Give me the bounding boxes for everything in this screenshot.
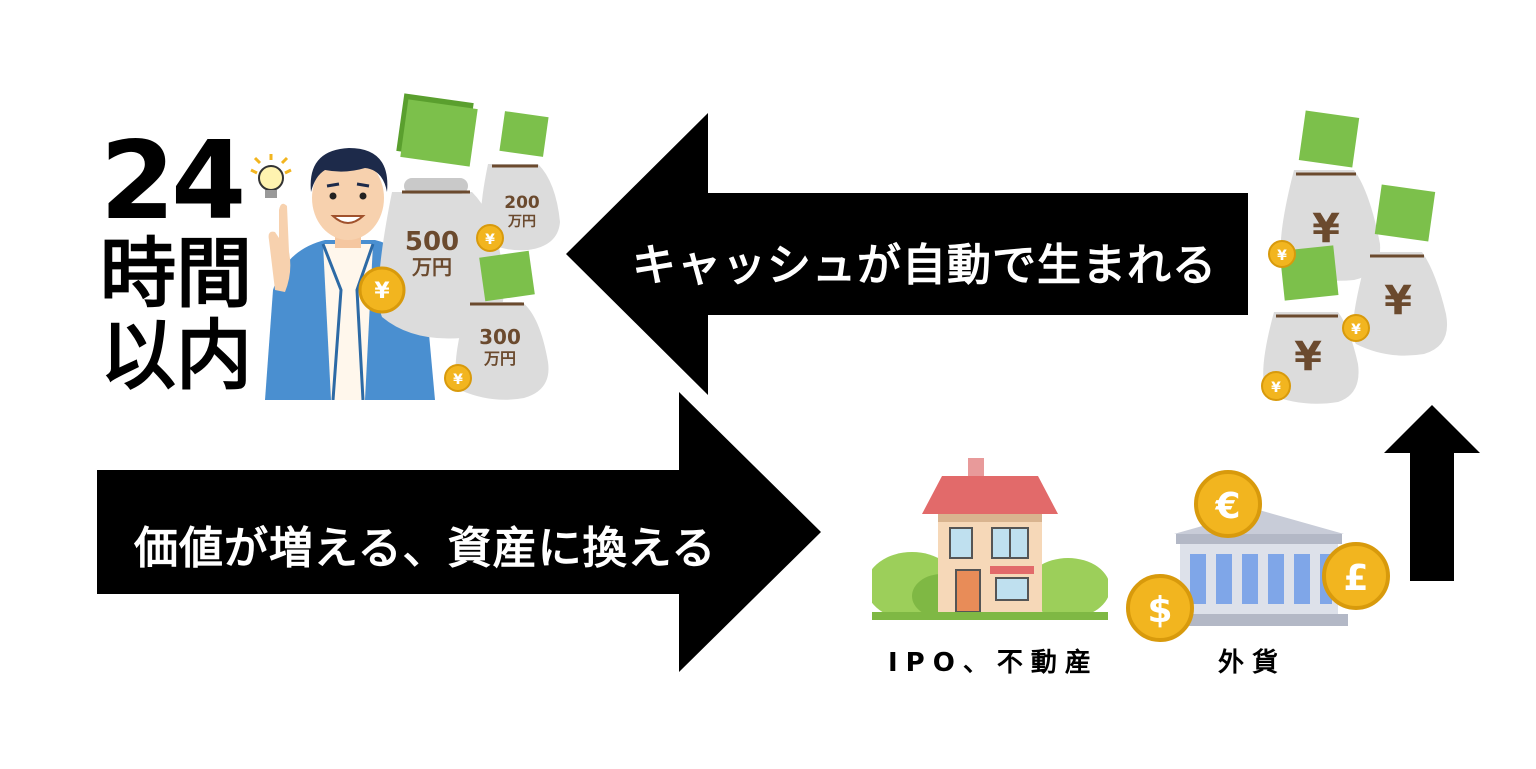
svg-text:¥: ¥ (453, 372, 463, 388)
realestate-label: IPO、不動産 (888, 648, 1099, 678)
money-bag-200 (480, 164, 560, 251)
svg-text:¥: ¥ (1384, 278, 1412, 324)
money-bag-300 (455, 302, 549, 400)
yen-coin-large (358, 266, 406, 314)
svg-text:¥: ¥ (1271, 380, 1281, 396)
bag-200-amount: 200 (504, 193, 540, 213)
headline-number: 24 (100, 119, 246, 244)
yen-coin (1342, 314, 1370, 342)
up-arrow (1384, 405, 1480, 581)
bag-300-amount: 300 (479, 325, 521, 349)
yen-coin (444, 364, 472, 392)
top-arrow-left (566, 113, 1248, 395)
bag-300-unit: 万円 (483, 349, 516, 368)
svg-text:¥: ¥ (374, 279, 390, 304)
yen-coin (1261, 371, 1291, 401)
money-bag-500 (378, 192, 504, 339)
headline-within: 以内 (100, 311, 252, 400)
cash-bundle (396, 93, 478, 167)
lightbulb-icon (250, 154, 292, 198)
bag-200-unit: 万円 (507, 214, 536, 230)
svg-text:¥: ¥ (1277, 248, 1287, 264)
svg-text:€: € (1214, 486, 1240, 527)
top-arrow-label: キャッシュが自動で生まれる (632, 240, 1217, 291)
pound-coin (1322, 542, 1390, 610)
svg-text:$: $ (1147, 590, 1172, 631)
yen-money-bag (1352, 252, 1448, 356)
bottom-arrow-label: 価値が増える、資産に換える (134, 523, 717, 574)
bag-500-unit: 万円 (411, 255, 452, 279)
svg-text:¥: ¥ (485, 232, 495, 248)
yen-coin (476, 224, 504, 252)
bag-500-amount: 500 (405, 227, 459, 257)
money-bags-left: 500 万円 200 万円 ¥ 300 万円 ¥ ¥ (358, 93, 560, 400)
bottom-arrow-right (97, 392, 821, 672)
yen-coin (1268, 240, 1296, 268)
svg-text:¥: ¥ (1312, 206, 1340, 252)
forex-label: 外貨 (1218, 648, 1287, 678)
svg-text:¥: ¥ (1351, 322, 1361, 338)
svg-text:¥: ¥ (1294, 334, 1322, 380)
headline-hours: 時間 (100, 229, 252, 318)
dollar-coin (1126, 574, 1194, 642)
euro-coin (1194, 470, 1262, 538)
money-bags-right: ¥ ¥ ¥ ¥ ¥ ¥ (1261, 110, 1448, 404)
man-illustration (250, 148, 435, 400)
house-illustration (872, 458, 1108, 620)
svg-text:£: £ (1343, 558, 1368, 599)
bank-illustration: € $ £ (1126, 470, 1390, 642)
